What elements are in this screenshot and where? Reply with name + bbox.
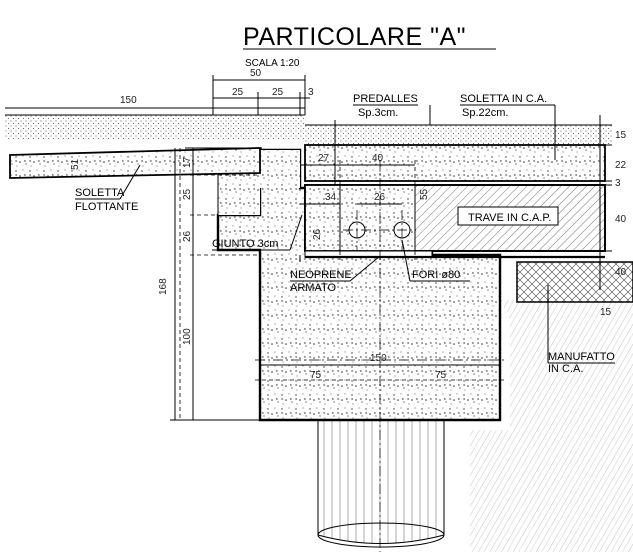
dim-55: 55 [419,188,430,200]
beam-label-box [457,206,559,226]
dim-3: 3 [308,87,314,98]
label-neoprene: NEOPRENE [290,269,352,281]
label-soletta: SOLETTA IN C.A. [460,93,547,105]
dim-51: 51 [70,158,81,170]
label-fori: FORI ø80 [412,269,460,281]
soletta-flottante [9,147,261,179]
drawing-title: PARTICOLARE "A" [243,23,466,51]
deck-slab [304,144,606,182]
label-predalles-sp: Sp.3cm. [358,107,398,119]
label-giunto: GIUNTO 3cm [212,238,278,250]
label-manufatto: MANUFATTO [548,351,615,363]
dim-100: 100 [182,328,193,345]
dim-168: 168 [158,278,169,295]
dim-150-top: 150 [120,95,137,106]
label-soletta-sp: Sp.22cm. [462,107,508,119]
dim-3b: 3 [615,178,621,189]
dim-25-a: 25 [232,87,244,98]
dim-150-bottom: 150 [370,353,387,364]
dim-40-small: 40 [615,267,627,278]
dim-40-top: 40 [372,153,384,164]
dim-15-small: 15 [600,307,612,318]
dim-17: 17 [182,156,193,168]
label-soletta-flottante: SOLETTA [75,187,125,199]
dim-75-a: 75 [310,370,322,381]
dim-26-vert: 26 [312,228,323,240]
dim-26-center: 26 [374,192,386,203]
dim-40-right: 40 [615,214,627,225]
label-predalles: PREDALLES [353,93,418,105]
dim-15: 15 [615,130,627,141]
label-flottante: FLOTTANTE [75,201,138,213]
dim-26: 26 [182,230,193,242]
pile-base [317,522,445,548]
dim-25-left: 25 [182,188,193,200]
manufatto-block [516,261,633,303]
dim-25-b: 25 [272,87,284,98]
dim-75-b: 75 [435,370,447,381]
dim-27: 27 [318,153,330,164]
dim-22: 22 [615,160,627,171]
dim-34: 34 [325,192,337,203]
label-trave: TRAVE IN C.A.P. [468,212,551,224]
scale-label: SCALA 1:20 [245,58,300,69]
pavement [5,115,612,145]
pile [317,419,445,544]
label-armato: ARMATO [290,282,336,294]
dim-50: 50 [250,68,262,79]
label-manufatto-ca: IN C.A. [548,363,583,375]
